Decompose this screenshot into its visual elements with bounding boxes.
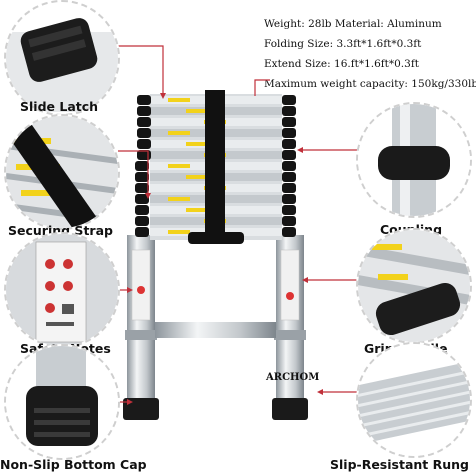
rung-end-cap: [282, 205, 296, 215]
non-slip-cap-detail: [4, 344, 120, 460]
spec-capacity: Maximum weight capacity: 150kg/330lb: [264, 78, 476, 90]
carry-handle: [188, 232, 244, 244]
rung-end-cap: [135, 205, 149, 215]
securing-strap-detail: [4, 114, 120, 230]
rung-end-cap: [137, 95, 151, 105]
slip-rung-label: Slip-Resistant Rung: [330, 457, 469, 472]
rung-sticker: [168, 164, 190, 168]
rung-end-cap: [282, 227, 296, 237]
rung-sticker: [168, 197, 190, 201]
rung-end-cap: [282, 172, 296, 182]
spec-weight: Weight: 28lb Material: Aluminum: [264, 18, 442, 30]
rung-end-cap: [282, 139, 296, 149]
rung-sticker: [168, 230, 190, 234]
specs-block: Weight: 28lb Material: Aluminum Folding …: [264, 14, 476, 94]
spec-extend: Extend Size: 16.ft*1.6ft*0.3ft: [264, 58, 419, 70]
left-bottom-cap: [123, 398, 159, 420]
rung-end-cap: [282, 216, 296, 226]
rung-end-cap: [137, 106, 151, 116]
rung-end-cap: [282, 183, 296, 193]
rung-end-cap: [135, 194, 149, 204]
rung-end-cap: [282, 150, 296, 160]
rung-sticker: [186, 208, 208, 212]
rung-end-cap: [135, 161, 149, 171]
safety-notes-detail: [4, 232, 120, 348]
right-bottom-cap: [272, 398, 308, 420]
rung-end-cap: [135, 172, 149, 182]
rung-end-cap: [282, 128, 296, 138]
rung-end-cap: [137, 117, 151, 127]
rung-end-cap: [135, 216, 149, 226]
spec-folding: Folding Size: 3.3ft*1.6ft*0.3ft: [264, 38, 422, 50]
rung-end-cap: [137, 128, 151, 138]
slip-rung-detail: [356, 342, 472, 458]
rung-sticker: [168, 98, 190, 102]
brand-mark: ARCHOM: [266, 372, 320, 383]
rung-sticker: [186, 142, 208, 146]
slide-latch-label: Slide Latch: [20, 99, 99, 114]
securing-strap-band: [205, 90, 225, 240]
rung-end-cap: [282, 161, 296, 171]
bottom-rung: [155, 322, 276, 338]
rung-sticker: [186, 109, 208, 113]
securing-strap-label: Securing Strap: [8, 223, 113, 238]
rung-end-cap: [282, 117, 296, 127]
non-slip-cap-label: Non-Slip Bottom Cap: [0, 457, 147, 472]
rung-sticker: [186, 175, 208, 179]
rung-end-cap: [135, 227, 149, 237]
rung-end-cap: [137, 139, 151, 149]
rung-sticker: [168, 131, 190, 135]
coupling-detail: [356, 102, 472, 218]
rung-end-cap: [135, 183, 149, 193]
grip-handle-detail: [356, 228, 472, 344]
rung-end-cap: [282, 194, 296, 204]
slide-latch-detail: [4, 0, 120, 116]
rung-end-cap: [282, 95, 296, 105]
rung-end-cap: [282, 106, 296, 116]
